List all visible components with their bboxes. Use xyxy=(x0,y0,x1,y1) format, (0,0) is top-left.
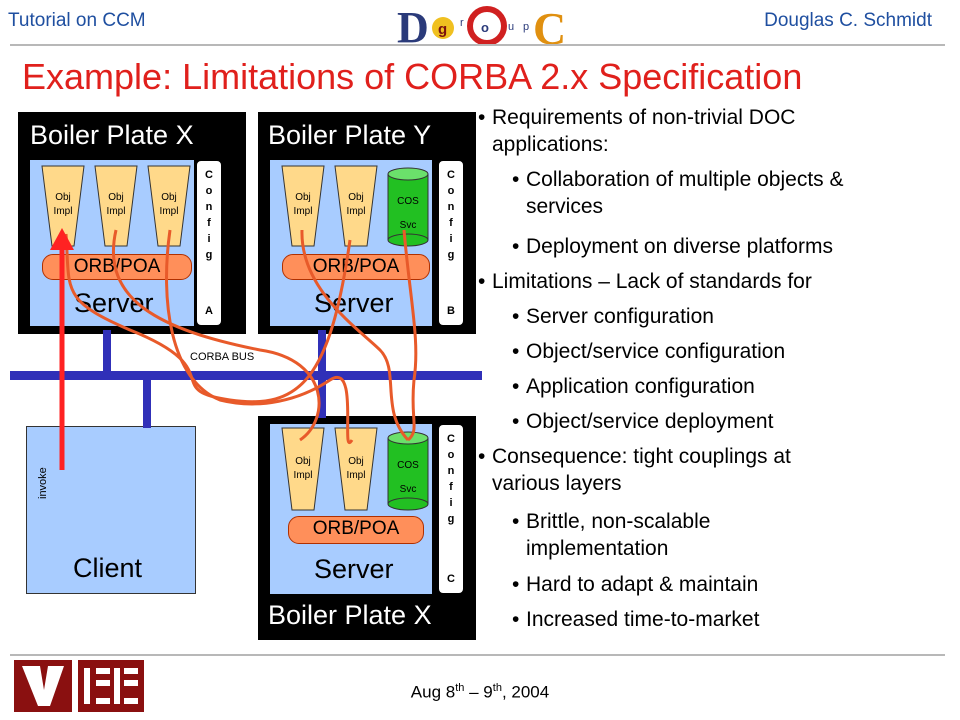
obj-impl-shape xyxy=(281,165,325,247)
bus-label: CORBA BUS xyxy=(190,351,254,363)
footer-rule xyxy=(10,654,945,656)
svg-text:Obj: Obj xyxy=(55,192,71,203)
corba-bus xyxy=(10,330,482,428)
bullet-l2: •Brittle, non-scalable xyxy=(512,510,711,533)
svg-text:Impl: Impl xyxy=(107,206,126,217)
logo-ring xyxy=(467,6,507,46)
svg-text:Obj: Obj xyxy=(108,192,124,203)
wire xyxy=(402,229,418,442)
bullet-l1-cont: applications: xyxy=(492,133,609,156)
obj-impl-shape xyxy=(334,165,378,247)
svg-text:Obj: Obj xyxy=(348,456,364,467)
svg-text:Impl: Impl xyxy=(347,470,366,481)
header-left: Tutorial on CCM xyxy=(8,10,146,31)
bus-bar xyxy=(10,371,482,380)
orb-poa: ORB/POA xyxy=(282,254,430,280)
svg-text:Svc: Svc xyxy=(400,484,417,495)
vanderbilt-isis-logo xyxy=(14,660,144,712)
plate-title: Boiler Plate X xyxy=(268,600,432,630)
logo-letter-g: g xyxy=(438,21,447,38)
logo-letter-o: o xyxy=(481,20,489,35)
svg-text:COS: COS xyxy=(397,460,419,471)
header-rule xyxy=(10,44,945,46)
client-box: Client invoke xyxy=(26,426,196,594)
bus-drop xyxy=(103,330,111,374)
wire xyxy=(300,229,410,442)
wire xyxy=(165,229,354,445)
logo-letter-u: u xyxy=(508,21,514,33)
cos-svc-cylinder xyxy=(387,167,429,247)
plate-title: Boiler Plate X xyxy=(30,120,194,150)
obj-impl-shape xyxy=(147,165,191,247)
obj-impl-shape xyxy=(94,165,138,247)
bullet-l2: •Collaboration of multiple objects & xyxy=(512,168,844,191)
logo-letter-d: D xyxy=(397,4,429,48)
bullet-l2: •Increased time-to-market xyxy=(512,608,760,631)
invoke-arrow xyxy=(50,228,74,470)
bullet-l1: •Consequence: tight couplings at xyxy=(478,445,791,468)
obj-impl-shape xyxy=(334,427,378,511)
slide-title: Example: Limitations of CORBA 2.x Specif… xyxy=(22,56,803,97)
doc-group-logo: D g r o u p C xyxy=(397,4,565,48)
bullet-l2: •Application configuration xyxy=(512,375,755,398)
bullet-l2: •Object/service configuration xyxy=(512,340,786,363)
footer-date: Aug 8th – 9th, 2004 xyxy=(410,682,550,702)
config-b: C o n f i g B xyxy=(438,160,464,326)
client-label: Client xyxy=(73,553,143,583)
svg-text:Obj: Obj xyxy=(161,192,177,203)
plate-title: Boiler Plate Y xyxy=(268,120,432,150)
bullet-l2-cont: implementation xyxy=(526,537,669,560)
svg-text:Obj: Obj xyxy=(295,192,311,203)
bullet-l2-cont: services xyxy=(526,195,604,218)
bullet-l2: •Server configuration xyxy=(512,305,714,328)
logo-circle xyxy=(432,17,454,39)
bullet-l1: •Limitations – Lack of standards for xyxy=(478,270,812,293)
wire xyxy=(111,229,321,442)
server-label: Server xyxy=(314,288,394,318)
svg-text:Obj: Obj xyxy=(348,192,364,203)
header-right: Douglas C. Schmidt xyxy=(764,10,932,31)
logo-letter-c: C xyxy=(533,4,565,48)
obj-impl-shape xyxy=(41,165,85,247)
bullet-l2: •Deployment on diverse platforms xyxy=(512,235,833,258)
svg-text:Svc: Svc xyxy=(400,220,417,231)
bullet-l1-cont: various layers xyxy=(492,472,622,495)
svg-text:Impl: Impl xyxy=(294,206,313,217)
bus-drop xyxy=(318,378,326,418)
config-a: C o n f i g A xyxy=(196,160,222,326)
svg-text:Impl: Impl xyxy=(54,206,73,217)
bus-drop xyxy=(143,378,151,428)
svg-text:Impl: Impl xyxy=(294,470,313,481)
logo-letter-p: p xyxy=(523,21,529,33)
server-label: Server xyxy=(74,288,154,318)
obj-impl-shape xyxy=(281,427,325,511)
logo-letter-r: r xyxy=(460,17,464,29)
orb-poa: ORB/POA xyxy=(288,516,424,544)
svg-text:Impl: Impl xyxy=(347,206,366,217)
server-label: Server xyxy=(314,554,394,584)
svg-text:COS: COS xyxy=(397,196,419,207)
svg-text:Impl: Impl xyxy=(160,206,179,217)
config-c: C o n f i g C xyxy=(438,424,464,594)
cos-svc-cylinder xyxy=(387,431,429,511)
svg-text:Obj: Obj xyxy=(295,456,311,467)
bullet-l2: •Hard to adapt & maintain xyxy=(512,573,759,596)
bullet-l2: •Object/service deployment xyxy=(512,410,774,433)
bullet-l1: •Requirements of non-trivial DOC xyxy=(478,106,796,129)
